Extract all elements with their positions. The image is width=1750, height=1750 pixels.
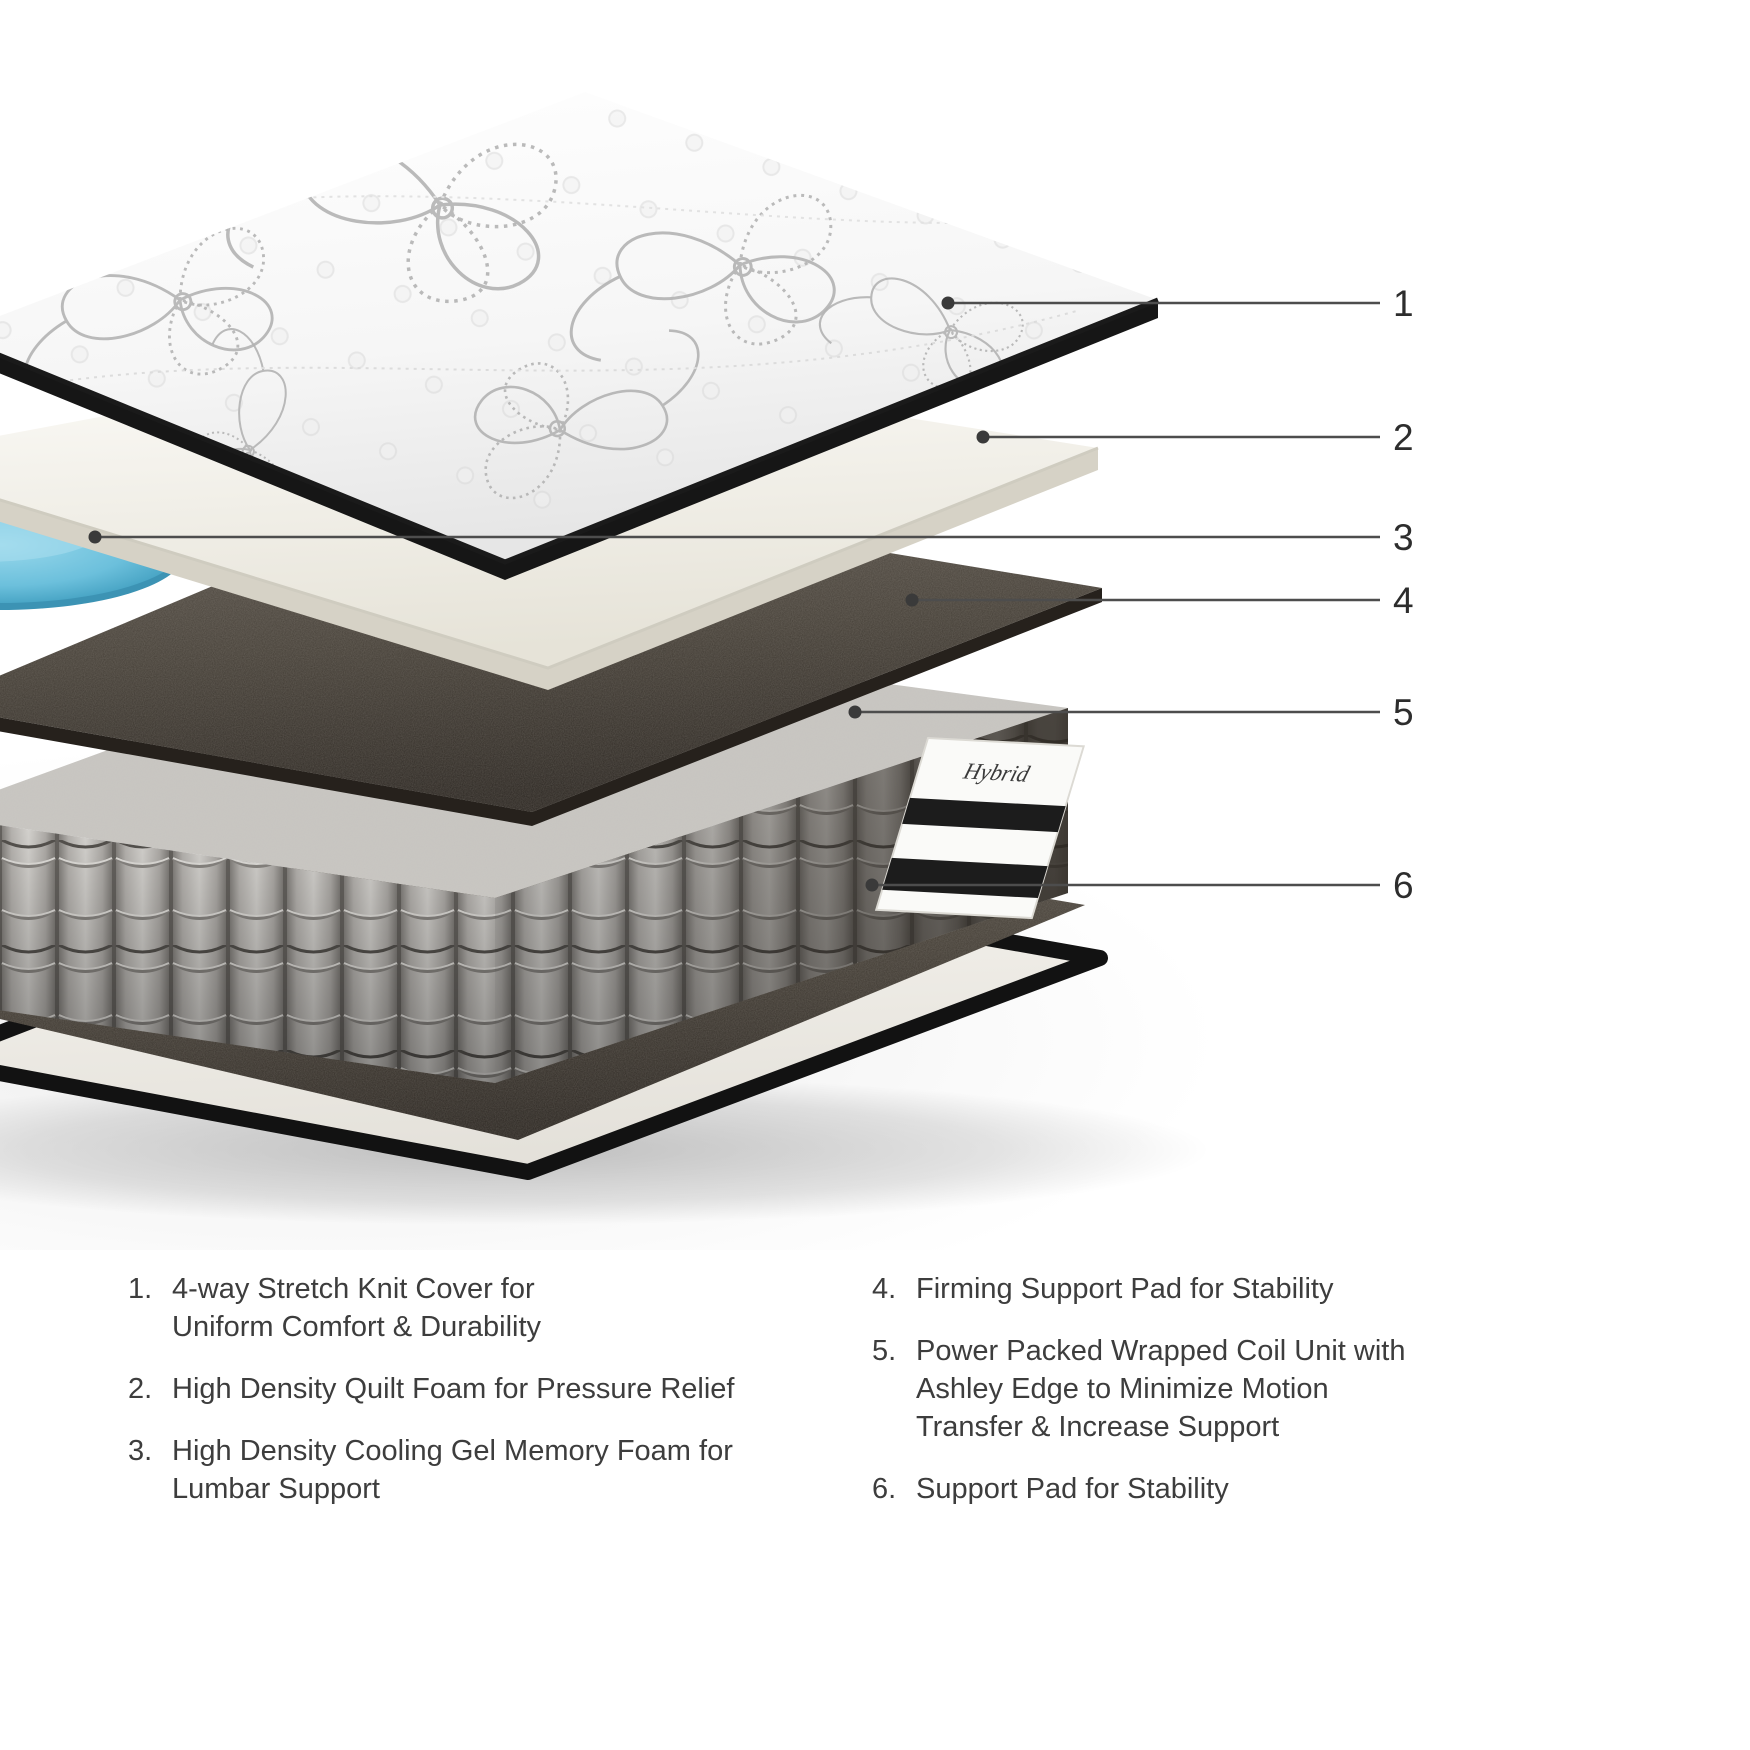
- legend-column-right: 4. Firming Support Pad for Stability 5. …: [872, 1270, 1457, 1508]
- legend-item-2-text: High Density Quilt Foam for Pressure Rel…: [172, 1373, 735, 1405]
- callout-2: 2: [976, 417, 1414, 458]
- callout-number-6: 6: [1393, 865, 1414, 906]
- callout-dot-6: [865, 878, 879, 892]
- callout-3: 3: [88, 517, 1414, 558]
- legend-item-4: 4. Firming Support Pad for Stability: [872, 1270, 1457, 1308]
- callout-4: 4: [905, 580, 1414, 621]
- callout-lines: 1 2 3 4 5 6: [88, 283, 1414, 906]
- mattress-diagram-stage: Hybrid 1 2 3 4 5: [0, 92, 1414, 1340]
- callout-number-1: 1: [1393, 283, 1414, 324]
- callout-dot-2: [976, 430, 990, 444]
- callout-6: 6: [865, 865, 1414, 906]
- callout-dot-3: [88, 530, 102, 544]
- callout-number-2: 2: [1393, 417, 1414, 458]
- legend-item-1: 1. 4-way Stretch Knit Cover for Uniform …: [128, 1270, 872, 1346]
- callout-number-4: 4: [1393, 580, 1414, 621]
- legend-column-left: 1. 4-way Stretch Knit Cover for Uniform …: [128, 1270, 872, 1508]
- legend-item-2: 2. High Density Quilt Foam for Pressure …: [128, 1370, 872, 1408]
- legend-item-1-number: 1.: [128, 1273, 153, 1305]
- legend-item-5: 5. Power Packed Wrapped Coil Unit with A…: [872, 1332, 1457, 1446]
- legend-item-3-text: High Density Cooling Gel Memory Foam for…: [172, 1435, 733, 1505]
- cover-layer: [0, 92, 1159, 580]
- legend-item-3-number: 3.: [128, 1435, 153, 1467]
- legend-item-1-text: 4-way Stretch Knit Cover for Uniform Com…: [172, 1273, 542, 1343]
- legend-item-3: 3. High Density Cooling Gel Memory Foam …: [128, 1432, 872, 1508]
- legend-item-2-number: 2.: [128, 1373, 153, 1405]
- callout-dot-4: [905, 593, 919, 607]
- mattress-exploded-diagram: Hybrid 1 2 3 4 5: [0, 92, 1414, 1340]
- legend-item-4-number: 4.: [872, 1273, 897, 1305]
- legend-item-5-text: Power Packed Wrapped Coil Unit with Ashl…: [916, 1335, 1406, 1443]
- callout-number-3: 3: [1393, 517, 1414, 558]
- callout-1: 1: [941, 283, 1414, 324]
- callout-dot-5: [848, 705, 862, 719]
- hybrid-tag: Hybrid: [874, 736, 1086, 920]
- legend-item-6-text: Support Pad for Stability: [916, 1473, 1229, 1505]
- legend-item-6-number: 6.: [872, 1473, 897, 1505]
- callout-5: 5: [848, 692, 1414, 733]
- hybrid-tag-label: Hybrid: [960, 759, 1033, 788]
- callout-number-5: 5: [1393, 692, 1414, 733]
- legend-item-6: 6. Support Pad for Stability: [872, 1470, 1457, 1508]
- legend-item-5-number: 5.: [872, 1335, 897, 1367]
- legend-item-4-text: Firming Support Pad for Stability: [916, 1273, 1334, 1305]
- callout-dot-1: [941, 296, 955, 310]
- legend: 1. 4-way Stretch Knit Cover for Uniform …: [128, 1270, 1457, 1508]
